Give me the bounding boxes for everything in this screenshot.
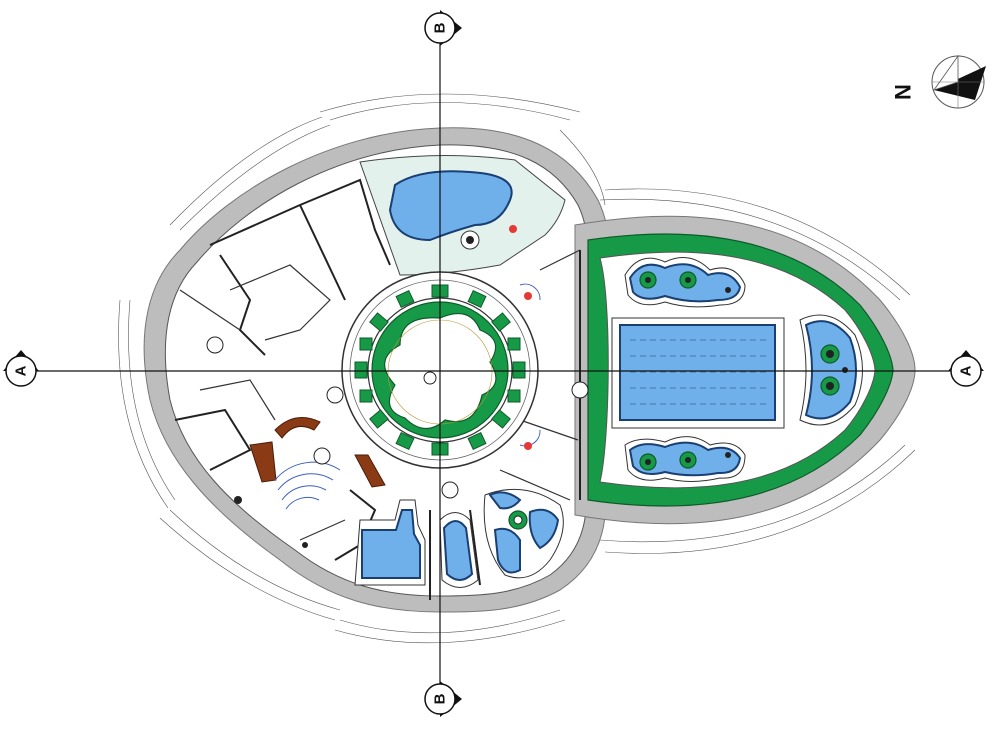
section-marker-right-label: A bbox=[958, 365, 975, 376]
section-marker-left: A bbox=[3, 350, 39, 387]
north-label: N bbox=[891, 84, 916, 100]
room-tags bbox=[206, 336, 589, 548]
section-marker-top-label: B bbox=[432, 22, 449, 33]
south-pools bbox=[354, 488, 564, 588]
section-marker-bottom-label: B bbox=[432, 693, 449, 704]
north-terrace bbox=[359, 154, 566, 276]
section-marker-right: A bbox=[948, 350, 984, 387]
rotunda-planters bbox=[354, 284, 526, 456]
north-arrow-icon bbox=[931, 54, 986, 109]
brown-walls bbox=[249, 417, 386, 488]
section-marker-top: B bbox=[424, 10, 462, 46]
section-marker-left-label: A bbox=[13, 365, 30, 376]
section-marker-bottom: B bbox=[424, 681, 462, 717]
dimension-lines bbox=[118, 93, 916, 644]
spiral-stairs bbox=[274, 283, 541, 510]
east-wing-pools bbox=[611, 257, 863, 482]
